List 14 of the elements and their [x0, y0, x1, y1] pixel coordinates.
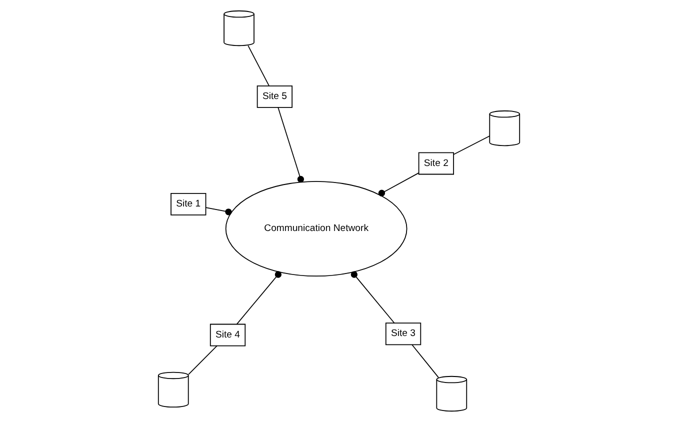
- connector: [378, 172, 420, 196]
- connector: [453, 136, 490, 155]
- node-box: Site 1: [170, 192, 206, 216]
- connector: [278, 107, 304, 183]
- connector: [350, 271, 395, 324]
- connector: [236, 271, 282, 324]
- connector: [205, 207, 232, 216]
- connector: [248, 45, 270, 86]
- node-box: Site 4: [210, 324, 246, 346]
- node-box: Site 3: [385, 322, 422, 346]
- node-box: Site 5: [256, 85, 293, 108]
- connector: [188, 345, 218, 375]
- connector: [412, 344, 439, 378]
- node-box: Site 2: [418, 152, 454, 175]
